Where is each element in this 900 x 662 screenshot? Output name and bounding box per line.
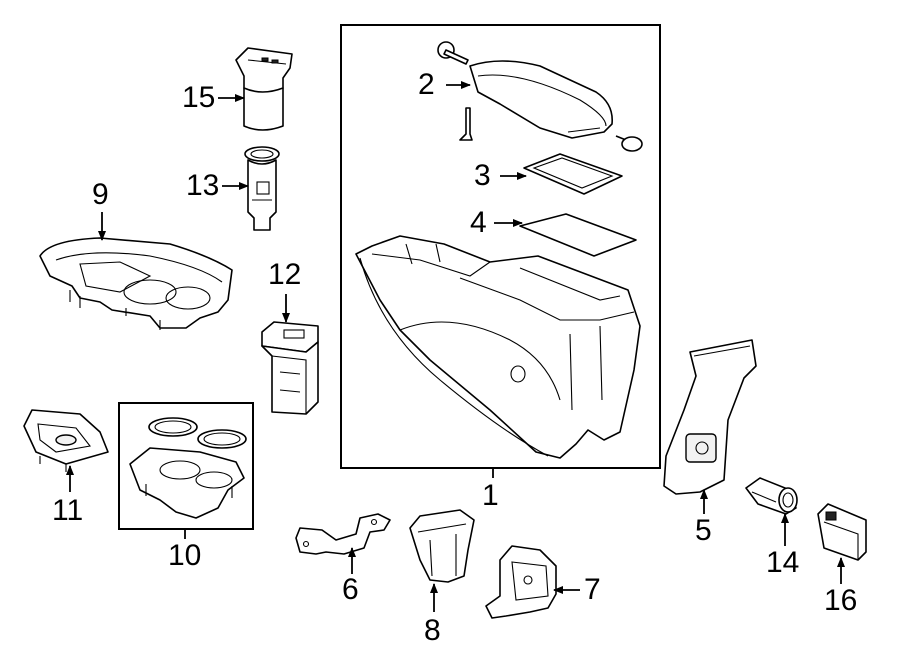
side-panel-part-5: [663, 339, 757, 495]
power-outlet-part-15: [235, 47, 293, 131]
callout-13: 13: [186, 169, 220, 202]
callout-12: 12: [268, 258, 302, 291]
socket-part-13: [244, 146, 280, 231]
callout-9: 9: [92, 178, 109, 211]
cup-holder-part-10: [129, 417, 247, 519]
switch-part-16: [817, 503, 867, 561]
callout-15: 15: [182, 81, 216, 114]
callout-6: 6: [342, 573, 359, 606]
leader-lines: [66, 81, 845, 612]
callout-5: 5: [695, 514, 712, 547]
armrest-lid-part-2: [437, 41, 643, 152]
mat-part-4: [519, 213, 637, 257]
cup-holder-group-frame: [118, 402, 254, 530]
callout-3: 3: [474, 159, 491, 192]
callout-2: 2: [418, 68, 435, 101]
callout-4: 4: [470, 206, 487, 239]
console-top-panel-part-9: [39, 237, 233, 330]
bracket-part-8: [409, 509, 475, 583]
callout-8: 8: [424, 614, 441, 647]
callout-7: 7: [584, 573, 601, 606]
tray-liner-part-3: [523, 153, 623, 195]
tray-part-11: [23, 409, 109, 472]
callout-10: 10: [168, 539, 202, 572]
console-box-part-1: [355, 235, 641, 459]
console-assembly-frame: [340, 24, 661, 469]
callout-16: 16: [824, 584, 858, 617]
callout-11: 11: [52, 494, 84, 527]
socket-part-14: [745, 477, 798, 515]
switch-part-12: [261, 321, 319, 415]
callout-1: 1: [482, 479, 499, 512]
callout-14: 14: [766, 546, 800, 579]
bracket-part-6: [295, 513, 391, 555]
bracket-part-7: [485, 545, 557, 619]
